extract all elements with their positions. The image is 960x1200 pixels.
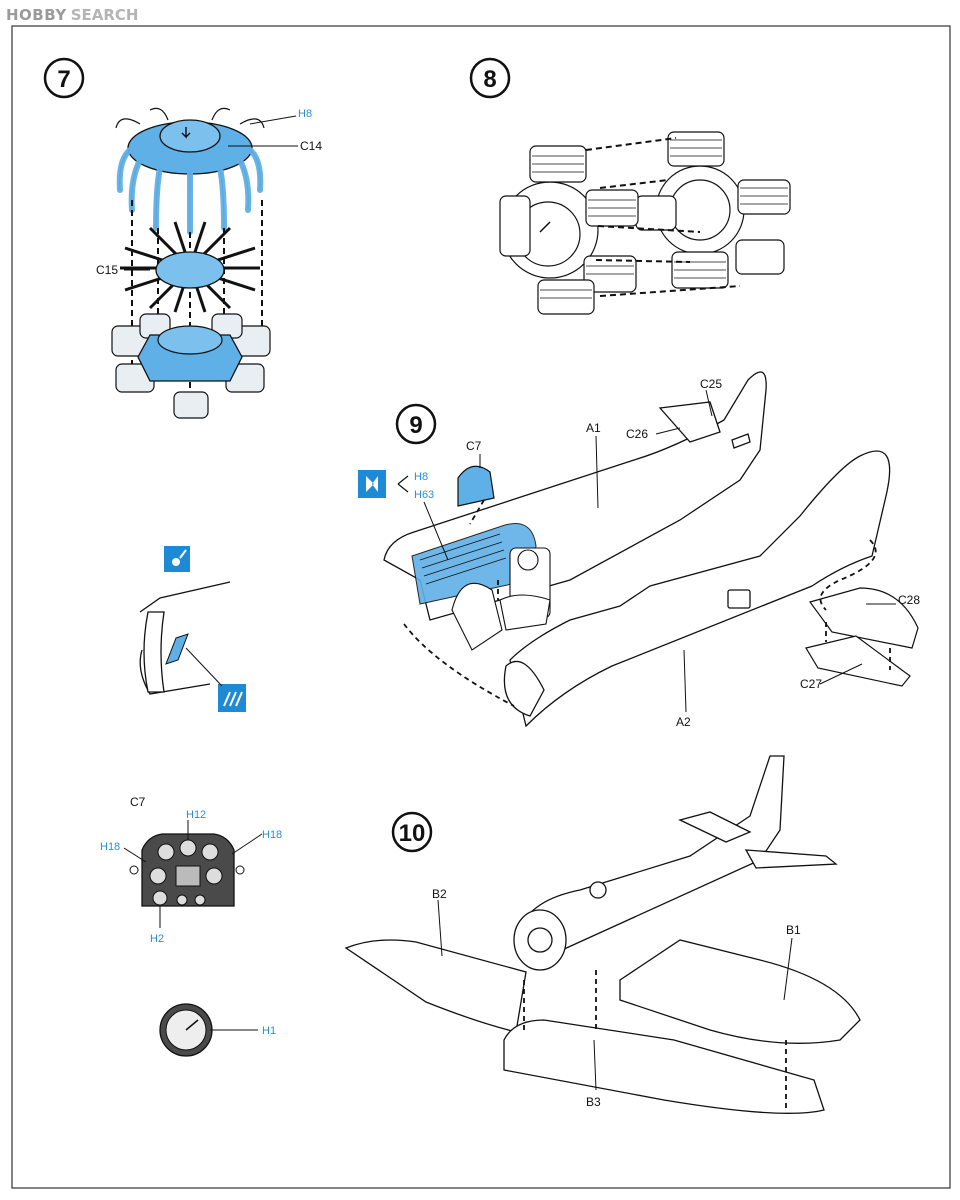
step-7-badge xyxy=(43,57,85,99)
step-9-badge xyxy=(395,403,437,445)
engine-rear-row xyxy=(635,131,791,289)
label-c15: C15 xyxy=(96,263,118,277)
part-b3-lower-wing xyxy=(503,1019,825,1114)
cockpit-side-detail xyxy=(139,546,246,712)
page-border xyxy=(11,25,951,1189)
label-b2: B2 xyxy=(432,887,447,901)
step-10-number: 10 xyxy=(399,820,426,847)
part-b1-wing xyxy=(619,939,861,1044)
label-h1: H1 xyxy=(262,1025,276,1037)
label-h63: H63 xyxy=(414,489,434,501)
instrument-panel-detail: C7 H12 H18 H18 H2 xyxy=(100,795,282,945)
label-a1: A1 xyxy=(586,421,601,435)
label-c26: C26 xyxy=(626,427,648,441)
label-h18-left: H18 xyxy=(100,841,120,853)
step-7: 7 C14 H8 xyxy=(43,57,322,419)
watermark: HOBBY SEARCH xyxy=(6,4,139,26)
label-c7-step9: C7 xyxy=(466,439,482,453)
step-8: 8 xyxy=(469,57,791,315)
label-c14: C14 xyxy=(300,139,322,153)
label-c25: C25 xyxy=(700,377,722,391)
label-a2: A2 xyxy=(676,715,691,729)
step-8-badge xyxy=(469,57,511,99)
label-h2: H2 xyxy=(150,933,164,945)
step-9: 9 C7 xyxy=(358,371,920,729)
label-h18-right: H18 xyxy=(262,829,282,841)
label-h12: H12 xyxy=(186,809,206,821)
part-a2-fuselage xyxy=(503,450,891,728)
assembly-guides-step8 xyxy=(585,137,741,297)
part-c28-elevator xyxy=(809,587,919,649)
part-b2-wing xyxy=(344,939,527,1033)
label-c28: C28 xyxy=(898,593,920,607)
step-7-number: 7 xyxy=(57,66,70,93)
watermark-logo: HOBBY xyxy=(6,6,67,24)
part-c15-ignition xyxy=(120,221,260,313)
label-c7-panel: C7 xyxy=(130,795,146,809)
label-c27: C27 xyxy=(800,677,822,691)
label-h8-step9: H8 xyxy=(414,471,428,483)
assembly-guides-step9 xyxy=(403,499,891,707)
gauge-detail: H1 xyxy=(159,1003,276,1057)
cockpit-frame-detail xyxy=(419,533,507,585)
part-c14-exhaust xyxy=(115,107,265,235)
part-c7-panel xyxy=(457,465,495,507)
apply-decal-icon xyxy=(218,684,246,712)
part-engine-crankcase xyxy=(111,313,271,419)
aircraft-fuselage-assembled xyxy=(513,755,838,971)
label-b1: B1 xyxy=(786,923,801,937)
paint-drop-icon xyxy=(164,546,190,572)
watermark-text: SEARCH xyxy=(70,6,139,24)
part-c27-elevator xyxy=(805,635,911,687)
step-8-number: 8 xyxy=(483,66,496,93)
pilot-figure xyxy=(451,547,551,651)
label-b3: B3 xyxy=(586,1095,601,1109)
step-10-badge xyxy=(391,811,433,853)
decal-number-icon xyxy=(358,470,386,498)
assembly-guides-step10 xyxy=(523,970,787,1110)
step-9-number: 9 xyxy=(409,412,422,439)
engine-front-row xyxy=(499,145,639,315)
step-10: 10 B2 B1 B3 xyxy=(344,755,861,1114)
label-h8-step7: H8 xyxy=(298,108,312,120)
